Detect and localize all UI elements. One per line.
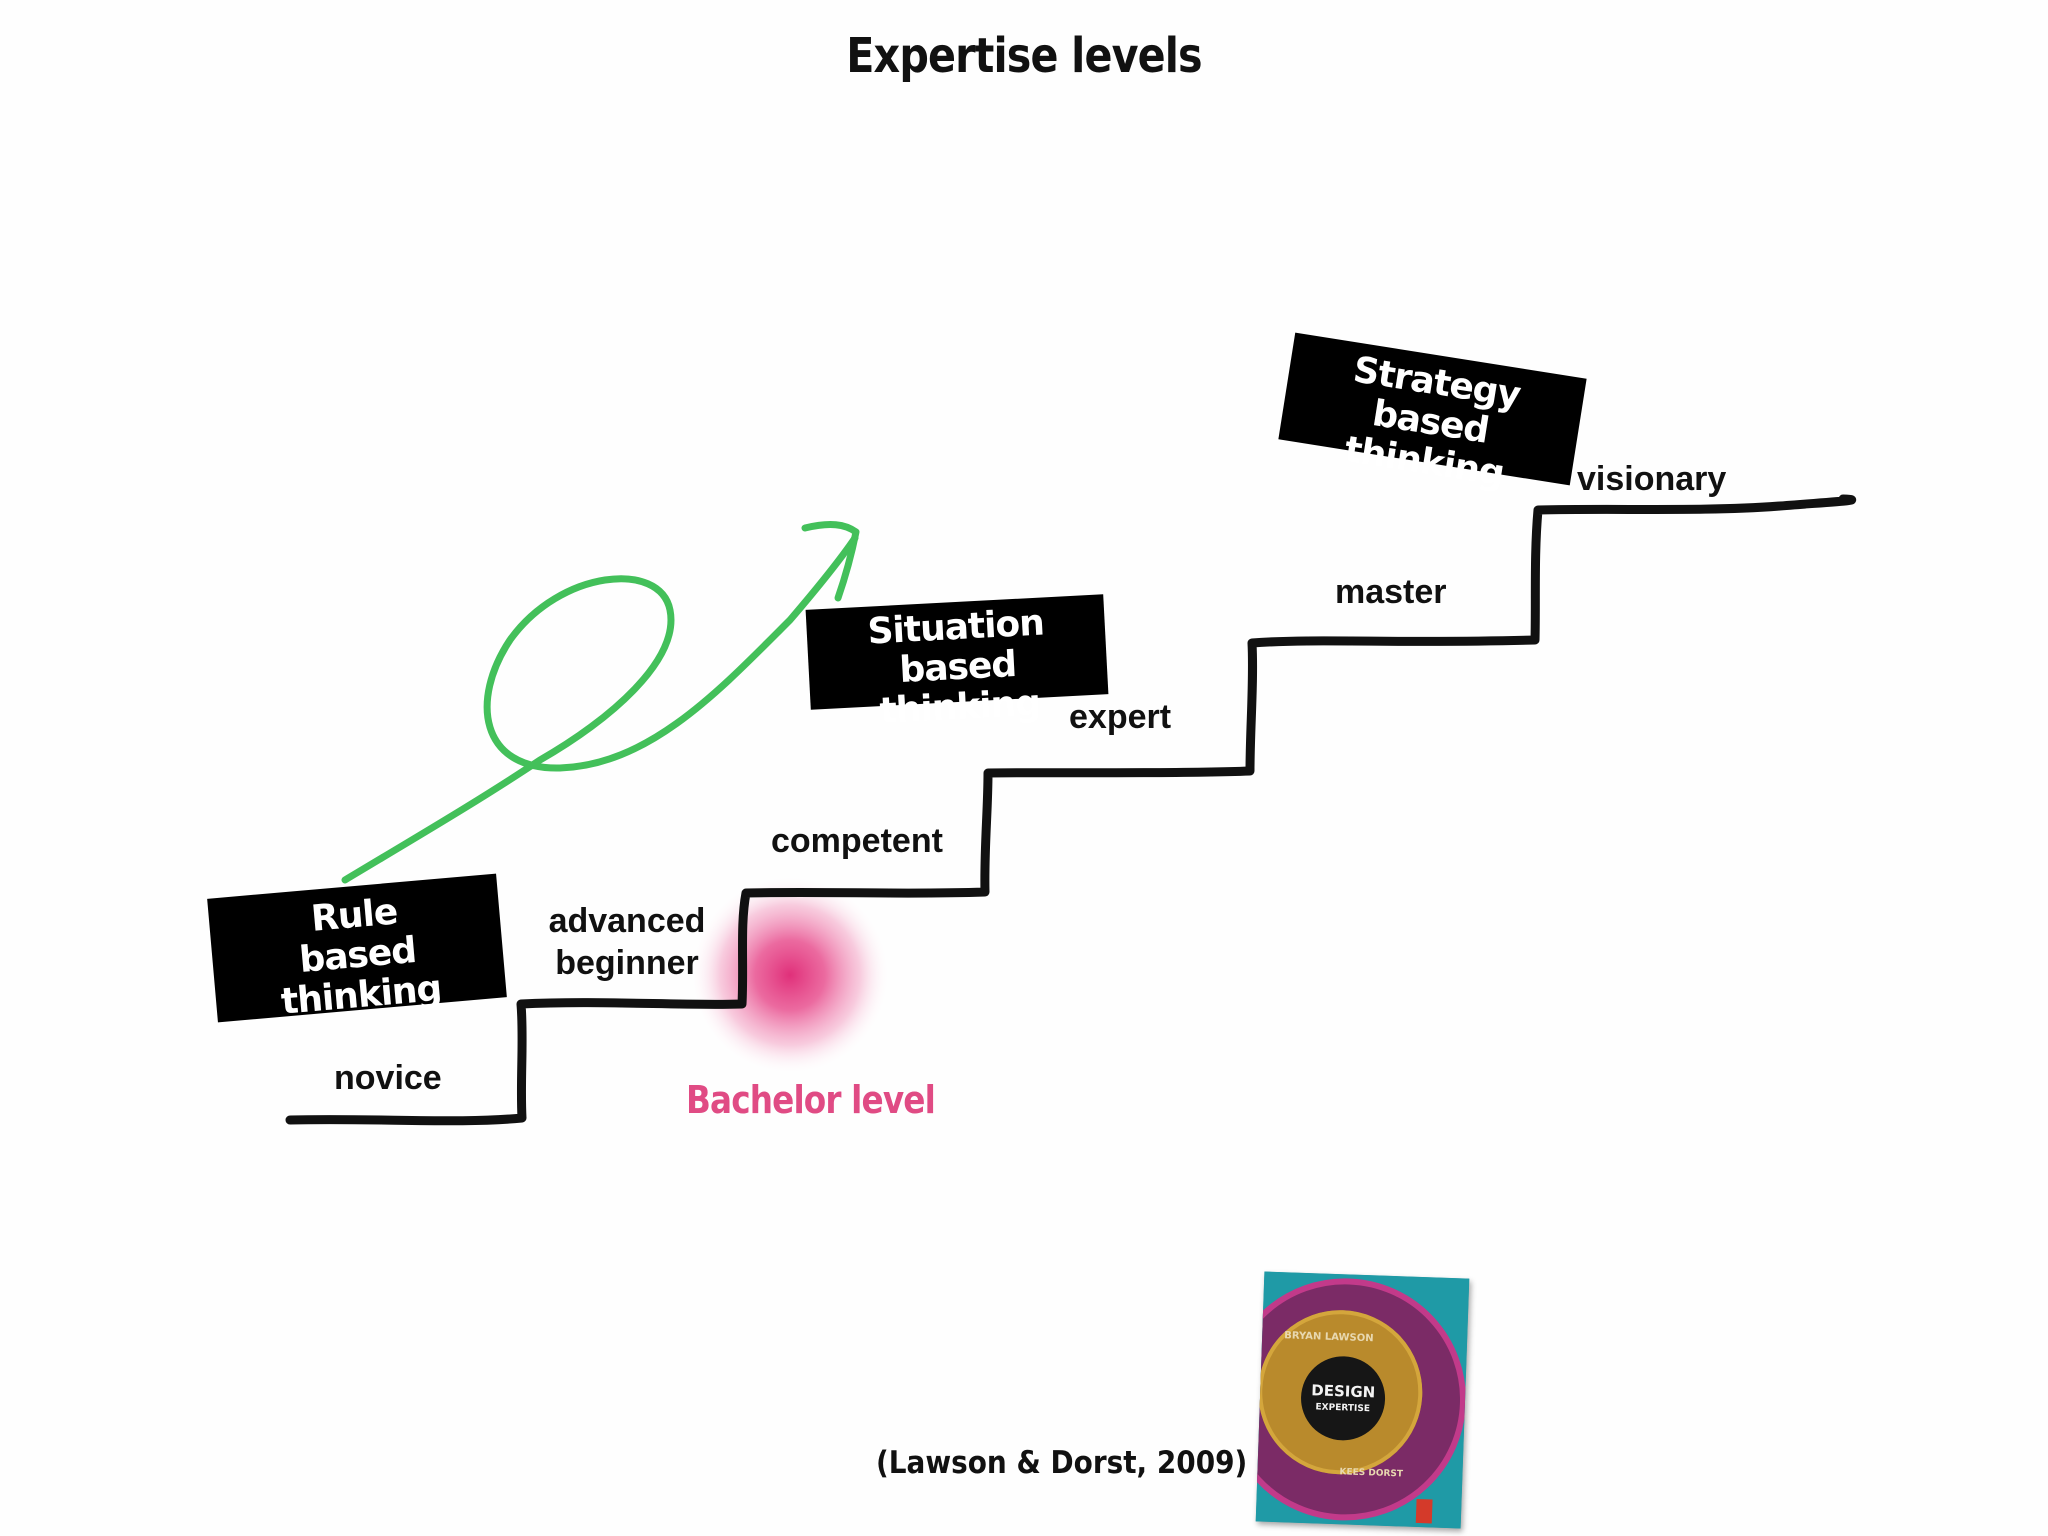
level-advanced-line1: advanced (548, 902, 706, 940)
book-title-line2: EXPERTISE (1315, 1402, 1370, 1414)
level-competent: competent (771, 822, 943, 860)
level-visionary: visionary (1577, 460, 1727, 498)
book-cover-image: BRYAN LAWSON DESIGN EXPERTISE KEES DORST (1255, 1271, 1470, 1529)
level-novice: novice (334, 1059, 442, 1097)
staircase-line (285, 494, 1856, 1126)
citation: (Lawson & Dorst, 2009) (876, 1445, 1248, 1481)
slide-title: Expertise levels (846, 28, 1202, 84)
book-title-line1: DESIGN (1311, 1381, 1376, 1401)
level-expert: expert (1069, 698, 1172, 736)
book-cover-art: BRYAN LAWSON DESIGN EXPERTISE KEES DORST (1255, 1271, 1470, 1529)
bachelor-level-glow (690, 875, 890, 1075)
tag-situation-based-thinking: Situation based thinking (805, 594, 1109, 732)
level-advanced-beginner: advanced beginner (543, 900, 711, 984)
level-advanced-line2: beginner (555, 944, 699, 982)
bachelor-level-label: Bachelor level (686, 1078, 936, 1122)
growth-arrow-head (801, 521, 860, 602)
book-author-top: BRYAN LAWSON (1284, 1330, 1374, 1344)
growth-arrow (341, 534, 859, 884)
tag-situation-line2: based thinking (878, 643, 1042, 733)
level-master: master (1335, 573, 1447, 611)
book-author-bottom: KEES DORST (1339, 1467, 1404, 1479)
tag-rule-based-thinking: Rule based thinking (207, 873, 507, 1023)
